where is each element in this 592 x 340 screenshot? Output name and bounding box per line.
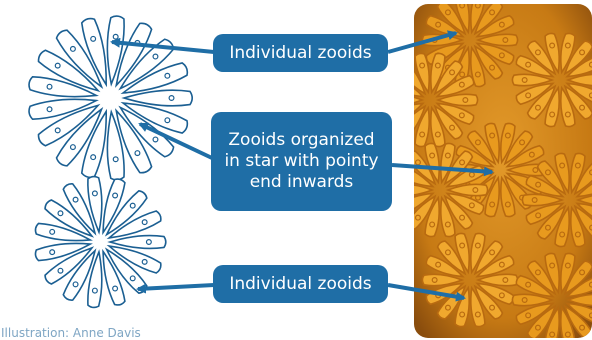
photo-zooid-spot (406, 70, 411, 75)
zooid-outline (110, 236, 166, 249)
arrow-bottom-left (138, 285, 214, 289)
photo-zooid-spot (396, 82, 401, 87)
label-zooids-star: Zooids organized in star with pointy end… (211, 112, 392, 211)
photo-zooid-spot (406, 125, 411, 130)
photo-zooid-spot (392, 98, 397, 103)
photo-zooid-spot (402, 188, 407, 193)
label-individual-zooids-bottom: Individual zooids (213, 265, 388, 303)
photo-zooid-spot (396, 113, 401, 118)
photo-zooid-spot (406, 203, 411, 208)
label-individual-zooids-top: Individual zooids (213, 34, 388, 72)
zooid-star-illustration-top (29, 16, 192, 180)
colony-photo (382, 0, 592, 338)
photo-zooid-spot (406, 172, 411, 177)
